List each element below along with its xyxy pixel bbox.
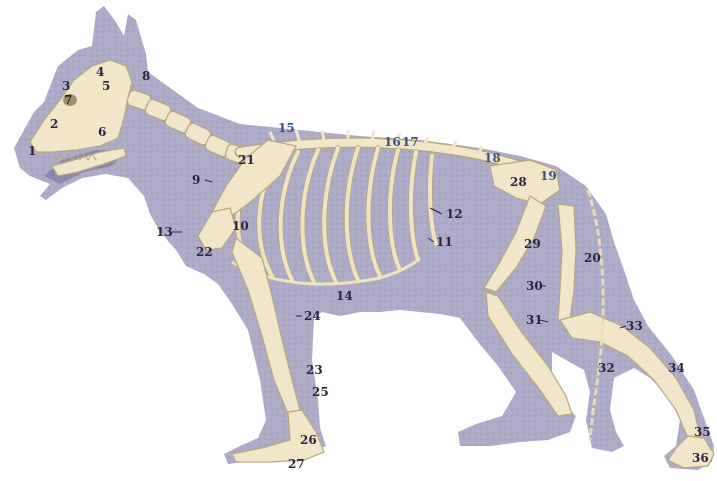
label-29: 29 (524, 237, 541, 251)
label-27: 27 (288, 457, 305, 471)
label-15: 15 (278, 121, 295, 135)
label-11: 11 (436, 235, 453, 249)
label-3: 3 (62, 79, 70, 93)
label-34: 34 (668, 361, 685, 375)
label-33: 33 (626, 319, 643, 333)
label-23: 23 (306, 363, 323, 377)
label-14: 14 (336, 289, 353, 303)
label-32: 32 (598, 361, 615, 375)
label-25: 25 (312, 385, 329, 399)
label-5: 5 (102, 79, 110, 93)
label-10: 10 (232, 219, 249, 233)
label-9: 9 (192, 173, 200, 187)
label-21: 21 (238, 153, 255, 167)
label-35: 35 (694, 425, 711, 439)
label-36: 36 (692, 451, 709, 465)
label-24: 24 (304, 309, 321, 323)
label-19: 19 (540, 169, 557, 183)
label-1: 1 (28, 144, 36, 158)
label-12: 12 (446, 207, 463, 221)
label-7: 7 (64, 93, 72, 107)
label-26: 26 (300, 433, 317, 447)
label-8: 8 (142, 69, 150, 83)
label-4: 4 (96, 65, 104, 79)
label-22: 22 (196, 245, 213, 259)
label-20: 20 (584, 251, 601, 265)
label-18: 18 (484, 151, 501, 165)
label-2: 2 (50, 117, 58, 131)
label-28: 28 (510, 175, 527, 189)
label-6: 6 (98, 125, 106, 139)
label-16: 16 (384, 135, 401, 149)
label-13: 13 (156, 225, 173, 239)
label-17: 17 (402, 135, 419, 149)
